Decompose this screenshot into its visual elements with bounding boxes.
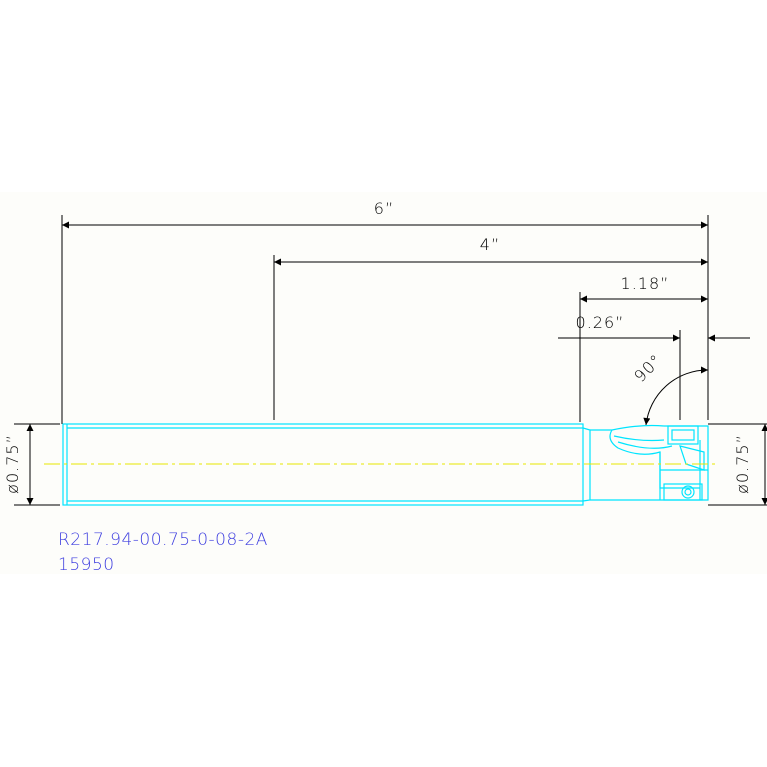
upper-insert <box>667 425 699 445</box>
shank-outline <box>62 423 584 506</box>
dimension-lines <box>26 221 767 505</box>
overall-length-label: 6” <box>374 199 394 218</box>
head-length-label: 1.18” <box>621 274 670 293</box>
shank-diameter-label: ø0.75” <box>3 434 22 494</box>
insert-width-label: 0.26” <box>576 313 625 332</box>
tool-body <box>62 423 709 506</box>
insert-screw <box>681 485 695 499</box>
reach-length-label: 4” <box>480 235 500 254</box>
part-code: 15950 <box>58 555 115 575</box>
cutter-diameter-label: ø0.75” <box>733 434 752 494</box>
part-number: R217.94-00.75-0-08-2A <box>58 530 268 550</box>
cutter-head-outline <box>609 429 661 500</box>
angle-arc <box>643 366 709 426</box>
drawing-sheet <box>0 192 767 574</box>
lower-insert <box>663 483 703 501</box>
neck-outline <box>582 427 591 502</box>
